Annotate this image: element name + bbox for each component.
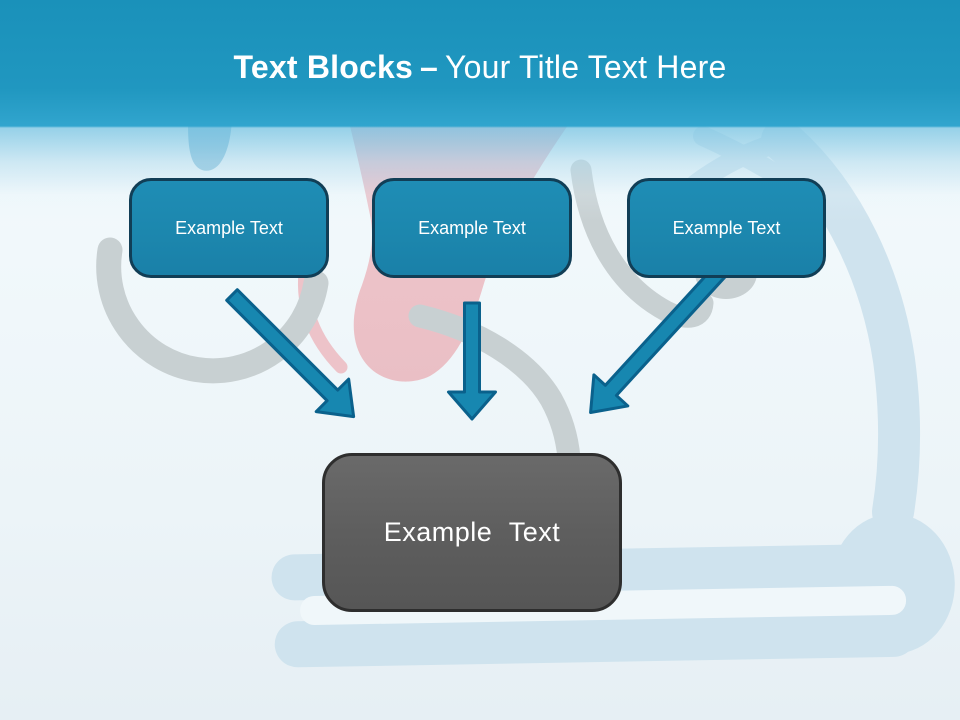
text-block-2-label: Example Text: [418, 217, 526, 238]
result-block-label: Example Text: [383, 517, 561, 547]
arrow-down-right-icon: [225, 288, 356, 419]
text-block-3: Example Text: [627, 178, 826, 278]
title-regular-text: Your Title Text Here: [444, 49, 727, 85]
result-block: Example Text: [322, 453, 622, 612]
text-block-1: Example Text: [129, 178, 329, 278]
watermark-pink-sliver: [297, 265, 348, 374]
arrow-down-left-icon: [589, 261, 731, 415]
text-block-3-label: Example Text: [672, 217, 781, 238]
title-bold-text: Text Blocks: [233, 49, 413, 85]
title-dash: –: [419, 49, 438, 85]
watermark-teardrop: [188, 118, 232, 171]
slide-title: Text Blocks–Your Title Text Here: [0, 48, 960, 86]
text-block-2: Example Text: [372, 178, 572, 278]
arrow-down-icon: [447, 301, 497, 421]
watermark-gray-arc: [408, 304, 581, 470]
text-block-1-label: Example Text: [175, 217, 283, 238]
